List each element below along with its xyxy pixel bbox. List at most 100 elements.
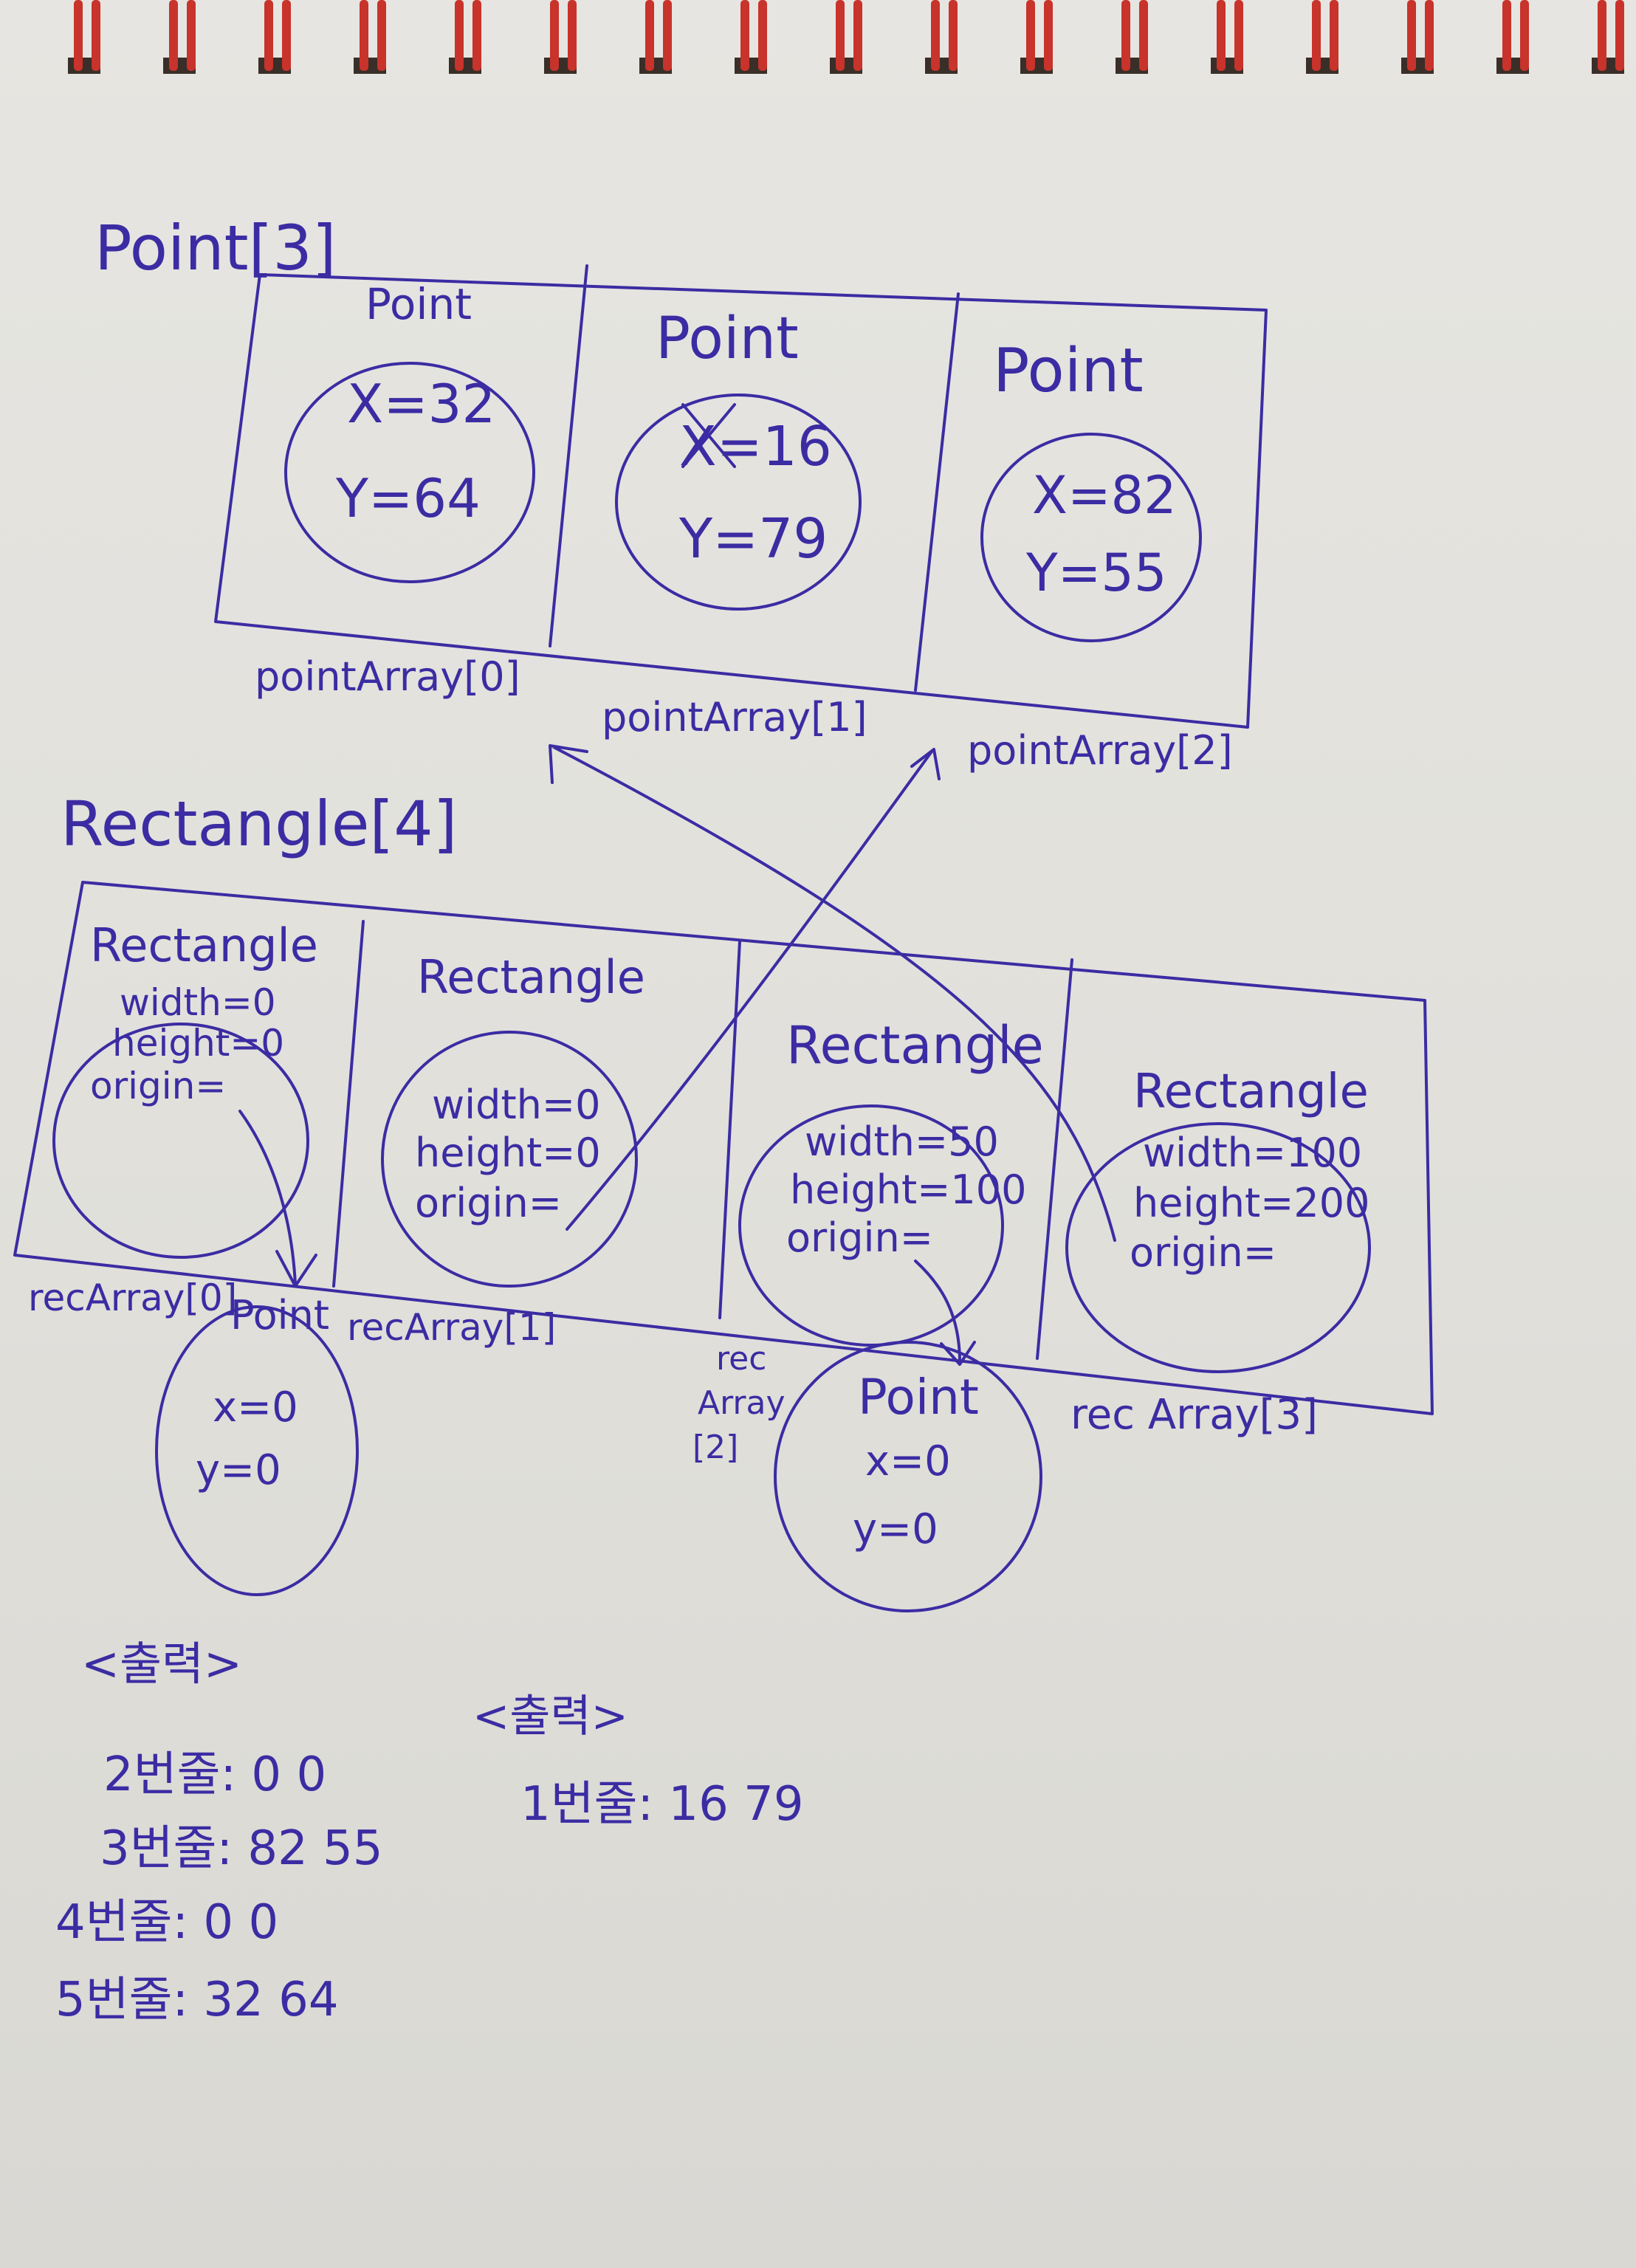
point-x-value: x=0 [865, 1437, 951, 1485]
point-y-value: y=0 [853, 1505, 938, 1553]
binding-ring [1520, 0, 1529, 71]
binding-ring [740, 0, 749, 71]
binding-ring [455, 0, 464, 71]
binding-ring [1598, 0, 1606, 71]
origin-point-circle [774, 1341, 1042, 1612]
output-heading-right: <출력> [472, 1691, 628, 1742]
point-y-value: Y=55 [1025, 543, 1166, 603]
point-type-label: Point [656, 306, 799, 372]
origin-arrow-rec0-to-point [238, 1110, 317, 1288]
point-x-value: X=16 [679, 415, 832, 478]
output-line: 2번줄: 0 0 [103, 1748, 326, 1802]
binding-ring [550, 0, 559, 71]
rectangle-origin-value: origin= [415, 1180, 562, 1226]
rectangle-array-title: Rectangle[4] [61, 788, 457, 860]
binding-ring [92, 0, 100, 71]
point-array-box [214, 273, 1268, 729]
rectangle-height-value: height=0 [415, 1130, 601, 1176]
binding-ring [282, 0, 291, 71]
rectangle-origin-value: origin= [1130, 1229, 1276, 1276]
origin-point-circle [155, 1305, 359, 1596]
rectangle-origin-value: origin= [786, 1214, 933, 1261]
rectangle-type-label: Rectangle [90, 918, 318, 972]
binding-ring [360, 0, 368, 71]
binding-ring [931, 0, 940, 71]
binding-ring [568, 0, 577, 71]
point-x-value: X=82 [1032, 465, 1177, 526]
binding-ring [169, 0, 178, 71]
binding-ring [74, 0, 83, 71]
rectangle-type-label: Rectangle [786, 1015, 1044, 1076]
binding-ring [1044, 0, 1053, 71]
binding-ring [758, 0, 767, 71]
output-heading-left: <출력> [81, 1637, 242, 1691]
point-x-value: x=0 [213, 1384, 298, 1432]
binding-ring [645, 0, 654, 71]
rectangle-height-value: height=100 [790, 1166, 1026, 1213]
point-array-divider-1 [549, 264, 588, 647]
origin-arrow-rec2-to-point [914, 1260, 976, 1366]
point-y-value: Y=79 [678, 507, 828, 571]
rectangle-object-circle [1065, 1122, 1371, 1373]
rec-array-index-label: recArray[1] [347, 1306, 556, 1349]
point-type-label: Point [365, 279, 472, 329]
point-object-circle [980, 433, 1202, 642]
rectangle-array-divider-2 [718, 940, 741, 1319]
output-line: 3번줄: 82 55 [100, 1821, 383, 1876]
origin-arrow-rec1-to-pointarray2 [566, 748, 941, 1231]
rectangle-width-value: width=0 [120, 981, 276, 1024]
output-line: 1번줄: 16 79 [520, 1777, 804, 1832]
binding-ring [836, 0, 845, 71]
rectangle-width-value: width=100 [1143, 1130, 1362, 1176]
point-x-value: X=32 [347, 373, 495, 435]
rec-array-index-label: recArray[0] [28, 1276, 237, 1319]
rectangle-array-box [13, 881, 1434, 1415]
binding-ring [663, 0, 672, 71]
spiral-binding [68, 0, 1624, 74]
binding-ring [949, 0, 958, 71]
binding-ring [1615, 0, 1624, 71]
binding-ring [1407, 0, 1416, 71]
point-type-label: Point [993, 336, 1144, 406]
point-array-divider-2 [914, 292, 960, 692]
rectangle-array-divider-3 [1036, 958, 1073, 1360]
output-line: 4번줄: 0 0 [55, 1895, 278, 1950]
point-y-value: Y=64 [335, 467, 481, 529]
rec-array-index-label: Array [698, 1384, 786, 1422]
rec-array-index-label: [2] [692, 1429, 738, 1466]
point-type-label: Point [858, 1369, 979, 1426]
rectangle-object-circle [738, 1104, 1004, 1347]
binding-ring [377, 0, 386, 71]
binding-ring [853, 0, 862, 71]
rec-array-index-label: rec [716, 1340, 766, 1378]
rectangle-type-label: Rectangle [1133, 1065, 1369, 1119]
point-y-value: y=0 [196, 1446, 281, 1494]
rectangle-width-value: width=0 [432, 1082, 600, 1128]
binding-ring [1330, 0, 1338, 71]
binding-ring [187, 0, 196, 71]
point-array-index-label: pointArray[0] [255, 653, 520, 700]
rectangle-object-circle [52, 1023, 309, 1259]
point-array-title: Point[3] [94, 212, 337, 284]
rectangle-height-value: height=200 [1133, 1180, 1369, 1226]
rectangle-array-divider-1 [332, 920, 365, 1288]
rectangle-type-label: Rectangle [417, 950, 645, 1004]
origin-arrow-rec3-to-pointarray1 [549, 744, 1116, 1242]
rectangle-object-circle [381, 1031, 638, 1288]
binding-ring [1312, 0, 1321, 71]
binding-ring [1026, 0, 1035, 71]
binding-ring [264, 0, 273, 71]
point-array-index-label: pointArray[1] [602, 694, 867, 740]
rec-array-index-label: rec Array[3] [1070, 1391, 1318, 1439]
rectangle-height-value: height=0 [112, 1022, 284, 1065]
point-object-circle [284, 362, 535, 583]
binding-ring [1121, 0, 1130, 71]
rectangle-width-value: width=50 [805, 1118, 999, 1165]
point-array-index-label: pointArray[2] [967, 727, 1233, 774]
rectangle-origin-value: origin= [90, 1065, 226, 1107]
output-line: 5번줄: 32 64 [55, 1973, 339, 2027]
binding-ring [1502, 0, 1511, 71]
binding-ring [1425, 0, 1434, 71]
